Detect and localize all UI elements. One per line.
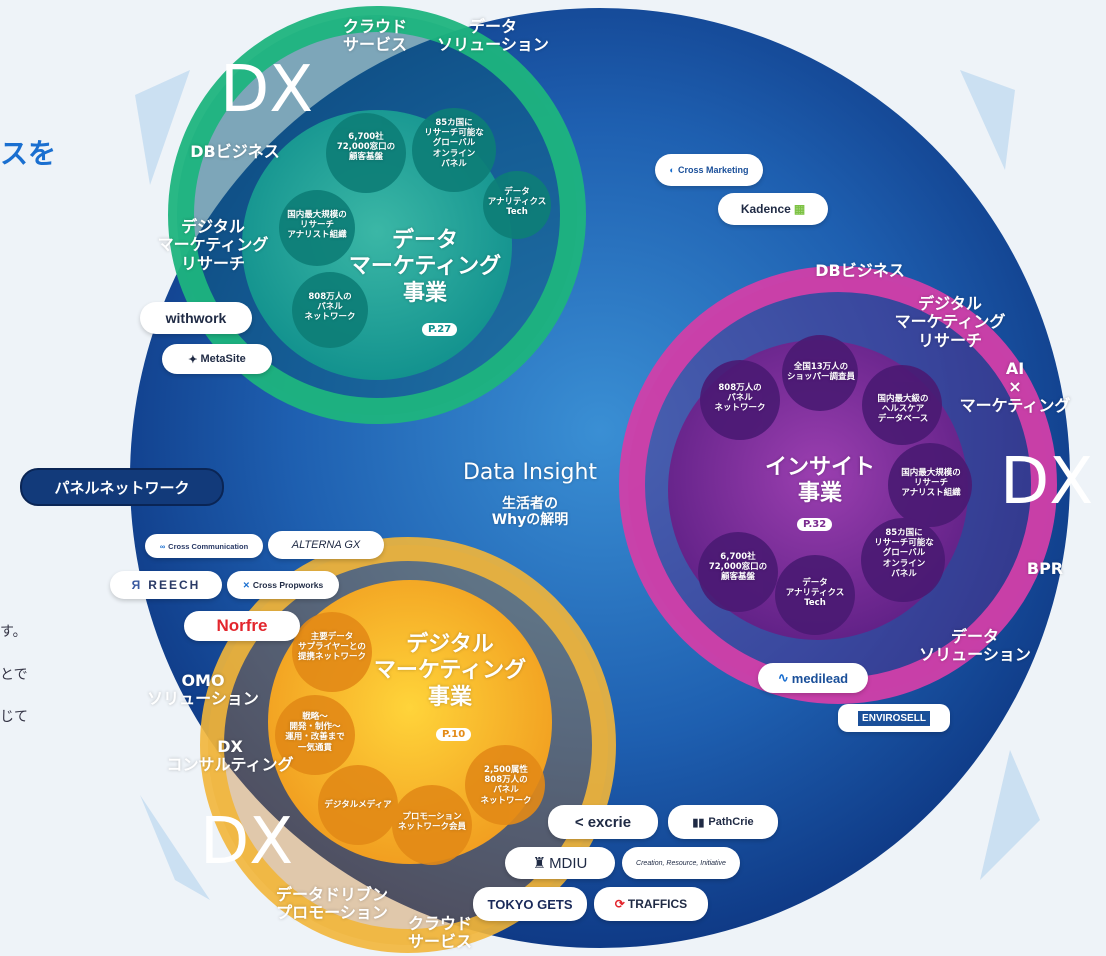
dg-seg-dx-consulting: DX コンサルティング bbox=[166, 737, 294, 775]
swoosh-icon: ⟳ bbox=[614, 897, 625, 911]
link-icon: ∞ bbox=[159, 541, 166, 551]
logo-cross-marketing: ◐Cross Marketing bbox=[655, 154, 763, 186]
dx-label-top: DX bbox=[220, 53, 314, 127]
center-title: Data Insight bbox=[462, 460, 598, 485]
in-node-customers: 6,700社 72,000窓口の 顧客基盤 bbox=[708, 552, 768, 583]
logo-traffics: ⟳TRAFFICS bbox=[594, 887, 708, 921]
in-node-analyst-org: 国内最大規模の リサーチ アナリスト組織 bbox=[901, 468, 961, 499]
dm-node-panel-network: 808万人の パネル ネットワーク bbox=[304, 292, 356, 323]
globe-icon: ◐ bbox=[669, 165, 675, 175]
in-seg-digital-research: デジタル マーケティング リサーチ bbox=[894, 294, 1006, 350]
logo-medilead: ∿medilead bbox=[758, 663, 868, 693]
in-node-panel: 808万人の パネル ネットワーク bbox=[714, 383, 766, 414]
in-seg-data-solution: データ ソリューション bbox=[919, 627, 1031, 665]
panel-network-badge: パネルネットワーク bbox=[20, 468, 224, 506]
dg-seg-omo: OMO ソリューション bbox=[147, 671, 259, 709]
dm-seg-digital-research: デジタル マーケティング リサーチ bbox=[157, 217, 269, 273]
logo-excrie: <excrie bbox=[548, 805, 658, 839]
in-node-healthcare: 国内最大級の ヘルスケア データベース bbox=[877, 394, 929, 425]
heading-fragment: スを bbox=[0, 137, 57, 170]
logo-metasite: ✦MetaSite bbox=[162, 344, 272, 374]
in-node-analytics: データ アナリティクス Tech bbox=[785, 578, 845, 609]
insight-title: インサイト 事業 bbox=[764, 455, 875, 507]
digital-marketing-title: デジタル マーケティング 事業 bbox=[373, 632, 527, 710]
cube-icon: ✦ bbox=[188, 353, 198, 366]
logo-withwork: withwork bbox=[140, 302, 252, 334]
insight-page[interactable]: P.32 bbox=[797, 518, 833, 531]
dm-node-analytics: データ アナリティクス Tech bbox=[487, 187, 547, 218]
logo-envirosell: ENVIROSELL bbox=[838, 704, 950, 732]
logo-mdiu: ♜MDIU bbox=[505, 847, 615, 879]
chevron-left-icon: < bbox=[574, 813, 584, 831]
logo-creative-resource: Creation, Resource, Initiative bbox=[622, 847, 740, 879]
dg-seg-cloud: クラウド サービス bbox=[407, 914, 472, 952]
dm-node-customers: 6,700社 72,000窓口の 顧客基盤 bbox=[336, 132, 396, 163]
cross-icon: ✕ bbox=[242, 579, 250, 590]
grid-icon: ▦ bbox=[793, 202, 806, 216]
data-marketing-title: データ マーケティング 事業 bbox=[348, 228, 502, 306]
in-seg-bpr: BPR bbox=[1026, 559, 1064, 578]
logo-pathcrie: ▮▮PathCrie bbox=[668, 805, 778, 839]
in-node-shopper: 全国13万人の ショッパー調査員 bbox=[786, 362, 855, 383]
dm-node-analyst-org: 国内最大規模の リサーチ アナリスト組織 bbox=[287, 210, 347, 241]
r-mark-icon: Я bbox=[131, 578, 143, 592]
dg-node-digital-media: デジタルメディア bbox=[324, 800, 392, 810]
logo-tokyo-gets: TOKYO GETS bbox=[473, 887, 587, 921]
dm-seg-cloud: クラウド サービス bbox=[342, 17, 407, 55]
dx-label-bottom: DX bbox=[200, 805, 294, 879]
dg-node-promotion: プロモーション ネットワーク会員 bbox=[397, 812, 466, 833]
data-marketing-page[interactable]: P.27 bbox=[422, 323, 458, 336]
dg-node-attributes: 2,500属性 808万人の パネル ネットワーク bbox=[480, 765, 532, 806]
dg-node-one-stop: 戦略〜 開発・制作〜 運用・改善まで 一気通貫 bbox=[285, 712, 345, 753]
logo-norfre: Norfre bbox=[184, 611, 300, 641]
logo-cross-communication: ∞Cross Communication bbox=[145, 534, 263, 558]
dg-node-suppliers: 主要データ サプライヤーとの 提携ネットワーク bbox=[297, 632, 366, 663]
bars-icon: ▮▮ bbox=[692, 816, 705, 829]
dm-seg-data-solution: データ ソリューション bbox=[437, 17, 549, 55]
dm-seg-db-business: DBビジネス bbox=[190, 142, 280, 161]
pulse-icon: ∿ bbox=[777, 670, 789, 685]
center-subtitle: 生活者の Whyの解明 bbox=[491, 496, 569, 529]
in-seg-ai-marketing: AI × マーケティング bbox=[959, 359, 1071, 415]
body-line-2: とで bbox=[0, 667, 28, 683]
dx-label-right: DX bbox=[1000, 445, 1094, 519]
in-seg-db-business: DBビジネス bbox=[815, 261, 905, 280]
tower-icon: ♜ bbox=[532, 855, 547, 872]
logo-cross-propworks: ✕Cross Propworks bbox=[227, 571, 339, 599]
in-node-global-panel: 85カ国に リサーチ可能な グローバル オンライン パネル bbox=[874, 528, 934, 579]
logo-alterna: ALTERNA GX bbox=[268, 531, 384, 559]
body-line-3: じて bbox=[0, 709, 28, 725]
digital-marketing-page[interactable]: P.10 bbox=[436, 728, 472, 741]
dg-seg-data-driven: データドリブン プロモーション bbox=[275, 885, 388, 923]
body-line-1: す。 bbox=[0, 624, 27, 640]
logo-kadence: Kadence▦ bbox=[718, 193, 828, 225]
dm-node-global-panel: 85カ国に リサーチ可能な グローバル オンライン パネル bbox=[424, 118, 484, 169]
